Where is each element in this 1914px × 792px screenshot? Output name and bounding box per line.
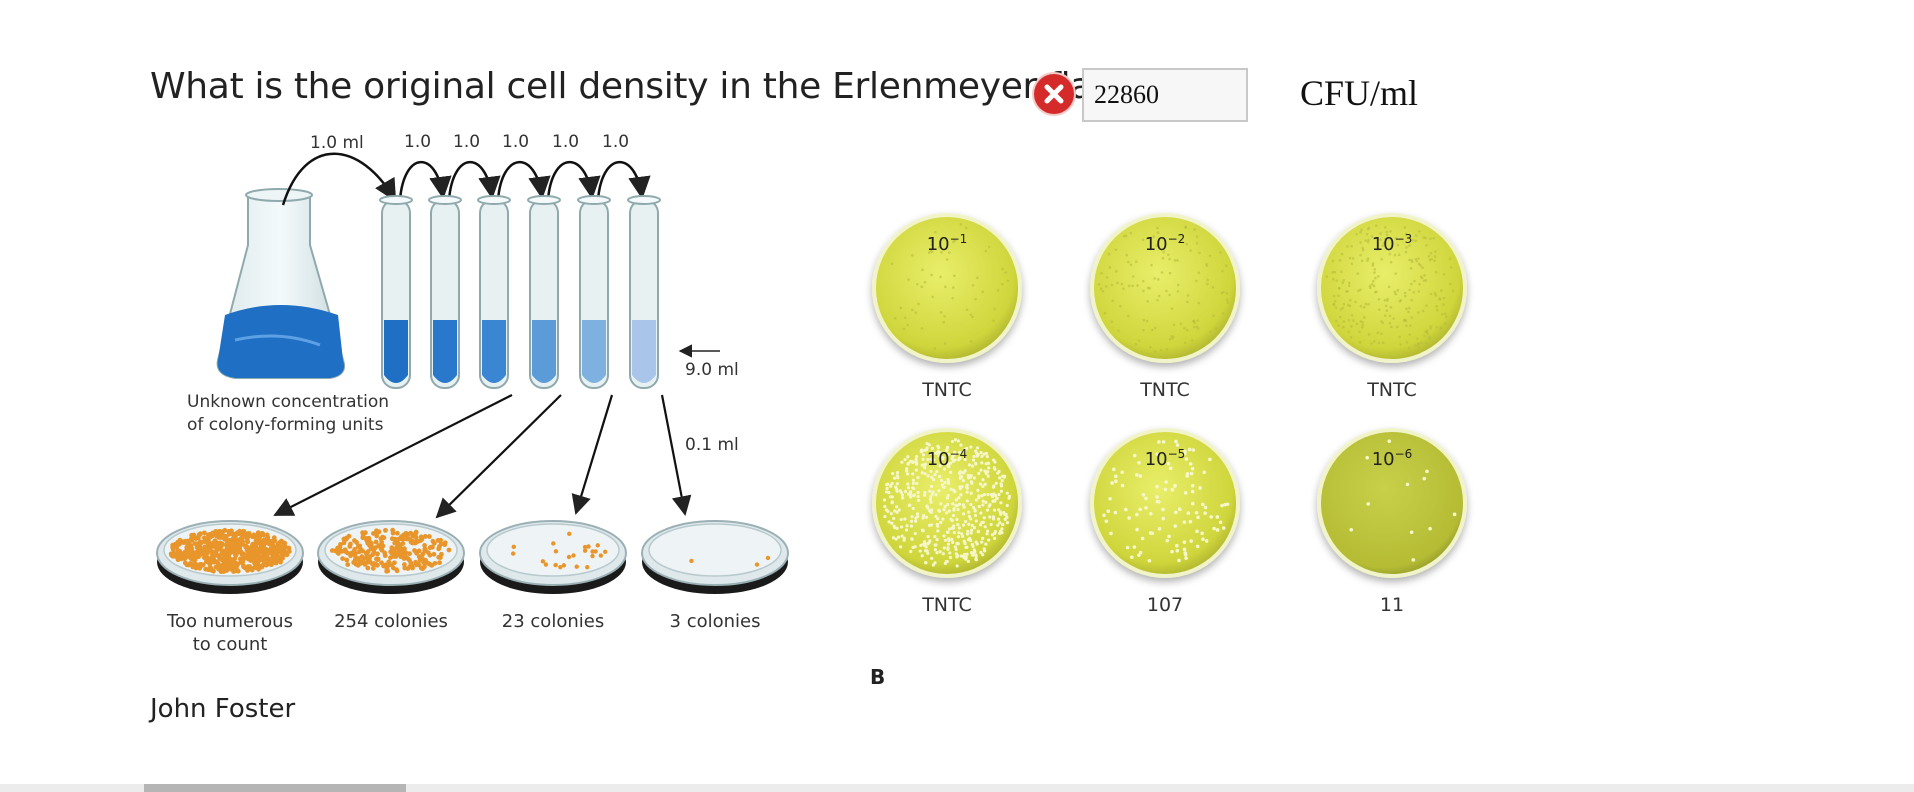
plated-volume-label: 0.1 ml [685, 435, 739, 455]
colonies [689, 555, 771, 567]
dilution-label: 10−6 [1372, 447, 1413, 470]
first-transfer-label: 1.0 ml [310, 133, 364, 153]
colony-count-label: 11 [1380, 594, 1404, 616]
colonies [329, 527, 452, 574]
petri-dish [317, 520, 465, 594]
colonies [510, 531, 608, 570]
figure-b-plate-photos: 10−1TNTC10−2TNTC10−3TNTC10−4TNTC10−51071… [870, 213, 1467, 689]
transfer-volume-label: 1.0 [602, 132, 629, 152]
incorrect-x-icon [1034, 74, 1074, 114]
test-tube [577, 195, 611, 389]
flask-caption-line2: of colony-forming units [187, 415, 384, 435]
colonies [168, 527, 292, 575]
colony-count-label: TNTC [921, 594, 972, 616]
test-tube [527, 195, 561, 389]
scrollbar-thumb[interactable] [144, 784, 406, 792]
dilution-label: 10−1 [927, 232, 968, 255]
plate-caption: 254 colonies [334, 611, 448, 632]
figure-a-dilution-diagram: 1.0 ml 1.0 1.0 1.0 1.0 1.0 9.0 ml 0.1 ml Unk… [156, 132, 789, 665]
transfer-volume-label: 1.0 [453, 132, 480, 152]
colony-count-label: TNTC [1366, 379, 1417, 401]
author-credit: John Foster [150, 694, 296, 724]
agar-plate: 10−6 11 [1317, 428, 1467, 616]
question-text: What is the original cell density in the… [150, 66, 1150, 107]
tube-volume-label: 9.0 ml [685, 360, 739, 380]
petri-dish [156, 520, 304, 594]
plate-caption-line2: to count [193, 634, 268, 655]
flask-caption-line1: Unknown concentration [187, 392, 389, 412]
dilution-label: 10−3 [1372, 232, 1413, 255]
plate-caption: 3 colonies [670, 611, 761, 632]
test-tube [379, 195, 413, 389]
transfer-volume-label: 1.0 [552, 132, 579, 152]
colony-count-label: TNTC [921, 379, 972, 401]
colony-count-label: 107 [1147, 594, 1183, 616]
answer-input[interactable] [1082, 68, 1248, 122]
unit-label: CFU/ml [1300, 73, 1419, 113]
test-tube [627, 195, 661, 389]
agar-plate: 10−5 107 [1090, 428, 1240, 616]
erlenmeyer-flask [216, 188, 346, 379]
dilution-label: 10−2 [1145, 232, 1186, 255]
plate-caption: Too numerous [166, 611, 293, 632]
petri-dish [479, 520, 627, 594]
petri-dish [641, 520, 789, 594]
panel-letter-a: A [160, 664, 176, 665]
transfer-volume-label: 1.0 [404, 132, 431, 152]
panel-letter-b: B [870, 665, 885, 689]
dilution-label: 10−4 [927, 447, 968, 470]
plate-caption: 23 colonies [502, 611, 604, 632]
dilution-label: 10−5 [1145, 447, 1186, 470]
test-tube [477, 195, 511, 389]
colony-count-label: TNTC [1139, 379, 1190, 401]
transfer-volume-label: 1.0 [502, 132, 529, 152]
horizontal-scrollbar[interactable] [0, 784, 1914, 792]
test-tube [428, 195, 462, 389]
